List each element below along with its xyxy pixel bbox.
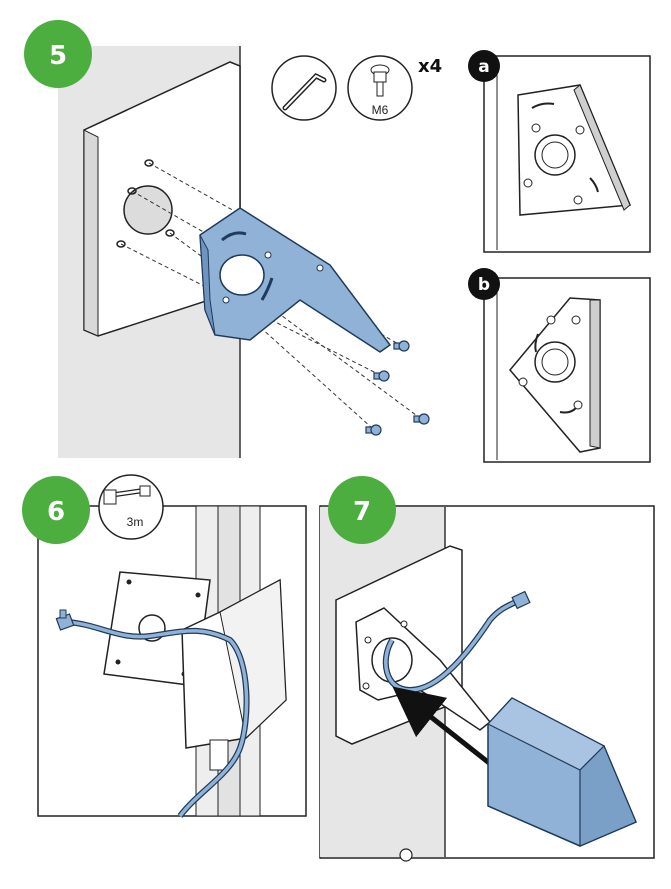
screw-3	[413, 413, 430, 425]
step-6-badge: 6	[22, 476, 90, 544]
step-5-badge: 5	[24, 20, 92, 88]
variant-a-panel: a	[468, 50, 651, 253]
screw-size-label: M6	[372, 103, 389, 117]
screw-quantity-label: x4	[418, 56, 442, 77]
step-6-panel: 3m 6	[22, 474, 307, 818]
step-5-number: 5	[49, 41, 67, 71]
step-5-panel: M6 x4 5	[24, 20, 442, 458]
variant-b-badge: b	[468, 268, 500, 300]
hex-key-icon	[271, 55, 337, 121]
cable-connector	[55, 609, 75, 631]
screws	[365, 340, 430, 436]
screw-2	[373, 370, 390, 382]
step-7-panel: 7	[319, 476, 655, 862]
camera-housing	[487, 697, 637, 847]
screw-1	[393, 340, 410, 352]
step-6-number: 6	[47, 497, 65, 527]
wall-plate	[83, 61, 241, 337]
insert-direction-arrow	[392, 686, 500, 772]
variant-b-panel: b	[468, 268, 651, 463]
cable-length-label: 3m	[127, 515, 144, 529]
screw-m6-icon: M6	[347, 55, 413, 121]
cable-length-icon: 3m	[98, 474, 164, 540]
screw-4	[365, 424, 382, 436]
variant-a-letter: a	[478, 57, 489, 77]
step-7-number: 7	[353, 497, 371, 527]
camera-bracket	[199, 207, 392, 353]
variant-a-badge: a	[468, 50, 500, 82]
step-7-badge: 7	[328, 476, 396, 544]
variant-b-letter: b	[478, 275, 490, 295]
